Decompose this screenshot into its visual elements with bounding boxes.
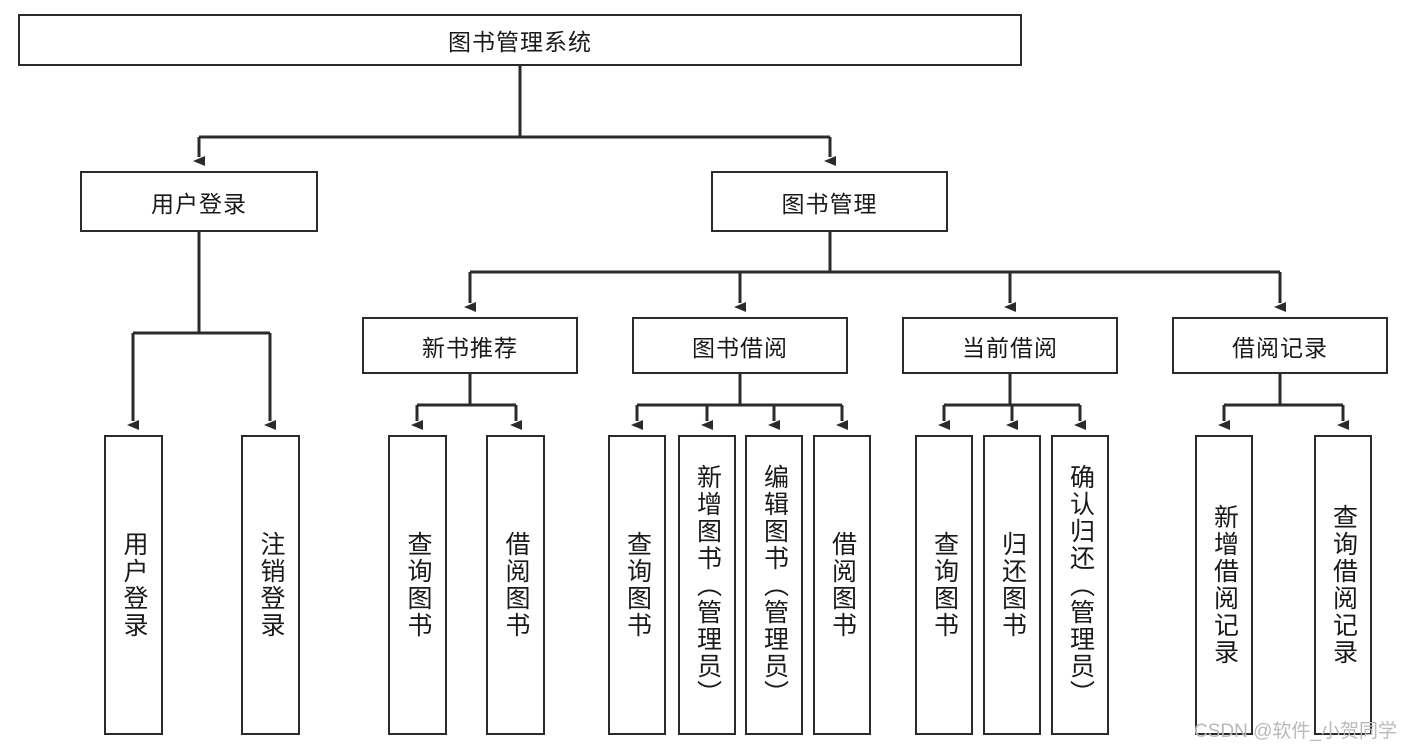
leaf-return-book[interactable]: 归还图书	[983, 435, 1041, 735]
leaf-confirm-return-admin-label: 确认归还（管理员）	[1066, 463, 1095, 707]
edge-bookmanagement-to-level2	[464, 232, 1286, 312]
leaf-query-book-current[interactable]: 查询图书	[915, 435, 973, 735]
node-current-borrow[interactable]: 当前借阅	[902, 317, 1118, 374]
edge-borrowrecord-to-leaves	[1218, 374, 1349, 430]
leaf-borrow-book-recommend-label: 借阅图书	[502, 531, 530, 639]
node-borrow-record-label: 借阅记录	[1232, 334, 1328, 361]
node-user-login[interactable]: 用户登录	[80, 171, 318, 232]
edge-currentborrow-to-leaves	[938, 374, 1086, 430]
edge-userlogin-to-leaves	[127, 232, 276, 430]
node-new-book-recommend-label: 新书推荐	[422, 334, 518, 361]
edge-root-to-level1	[193, 66, 836, 166]
node-book-borrow-label: 图书借阅	[692, 334, 788, 361]
leaf-add-borrow-record[interactable]: 新增借阅记录	[1195, 435, 1253, 735]
leaf-query-borrow-record-label: 查询借阅记录	[1329, 504, 1358, 666]
leaf-user-login[interactable]: 用户登录	[104, 435, 163, 735]
node-book-management-label: 图书管理	[781, 190, 878, 217]
leaf-borrow-book-recommend[interactable]: 借阅图书	[486, 435, 545, 735]
leaf-query-book-current-label: 查询图书	[930, 531, 959, 639]
leaf-add-book-admin-label: 新增图书（管理员）	[693, 463, 722, 707]
leaf-borrow-book-label: 借阅图书	[828, 531, 857, 639]
leaf-query-borrow-record[interactable]: 查询借阅记录	[1314, 435, 1372, 735]
leaf-user-logout[interactable]: 注销登录	[241, 435, 300, 735]
node-new-book-recommend[interactable]: 新书推荐	[362, 317, 578, 374]
leaf-add-book-admin[interactable]: 新增图书（管理员）	[678, 435, 736, 735]
node-current-borrow-label: 当前借阅	[962, 334, 1058, 361]
node-root[interactable]: 图书管理系统	[18, 14, 1022, 66]
leaf-user-login-label: 用户登录	[120, 531, 148, 639]
leaf-edit-book-admin[interactable]: 编辑图书（管理员）	[745, 435, 803, 735]
edge-newbook-to-leaves	[411, 374, 522, 430]
leaf-user-logout-label: 注销登录	[257, 531, 285, 639]
leaf-return-book-label: 归还图书	[998, 531, 1027, 639]
edge-bookborrow-to-leaves	[631, 374, 848, 430]
node-book-management[interactable]: 图书管理	[711, 171, 948, 232]
node-user-login-label: 用户登录	[151, 190, 247, 217]
leaf-query-book-recommend-label: 查询图书	[404, 531, 432, 639]
leaf-query-book-recommend[interactable]: 查询图书	[388, 435, 447, 735]
node-borrow-record[interactable]: 借阅记录	[1172, 317, 1388, 374]
leaf-query-book-borrow[interactable]: 查询图书	[608, 435, 666, 735]
leaf-borrow-book[interactable]: 借阅图书	[813, 435, 871, 735]
node-root-label: 图书管理系统	[448, 29, 592, 55]
leaf-edit-book-admin-label: 编辑图书（管理员）	[760, 463, 789, 707]
csdn-watermark: CSDN @软件_小贺同学	[1194, 721, 1397, 742]
leaf-add-borrow-record-label: 新增借阅记录	[1210, 504, 1239, 666]
node-book-borrow[interactable]: 图书借阅	[632, 317, 848, 374]
leaf-query-book-borrow-label: 查询图书	[623, 531, 652, 639]
leaf-confirm-return-admin[interactable]: 确认归还（管理员）	[1051, 435, 1109, 735]
